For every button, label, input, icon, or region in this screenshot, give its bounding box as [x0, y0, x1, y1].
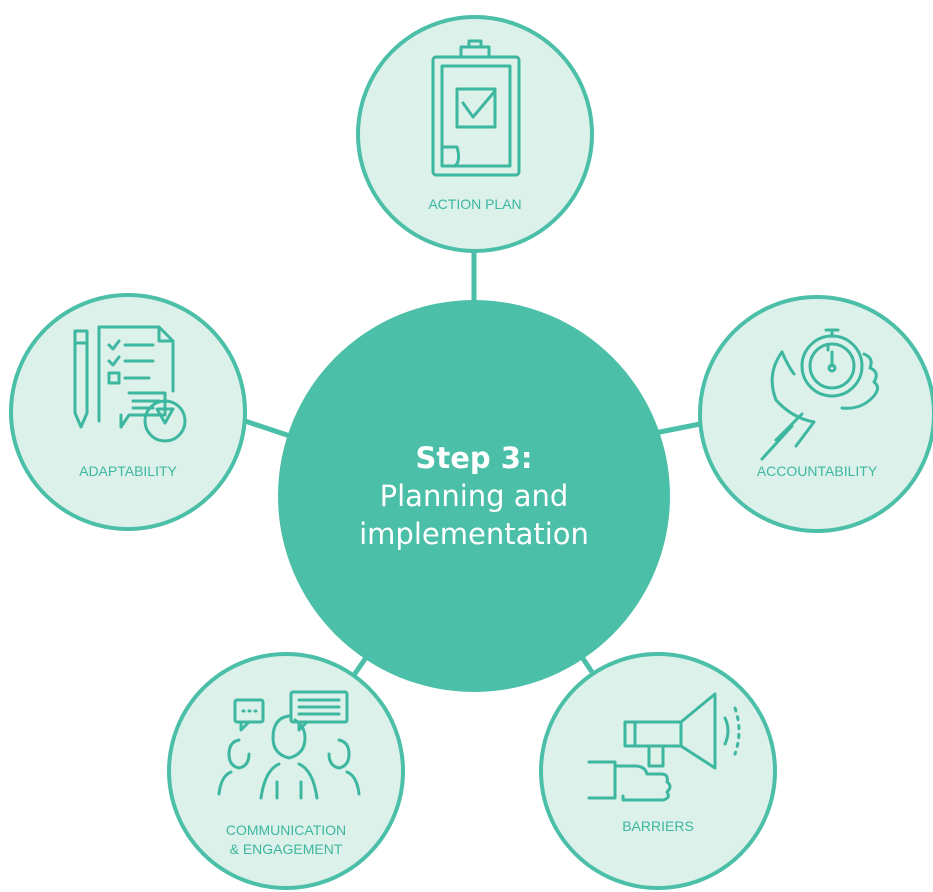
label-accountability: ACCOUNTABILITY: [756, 463, 878, 479]
hand-stopwatch-icon: [760, 328, 879, 461]
center-subtitle-line1: Planning and: [379, 479, 569, 513]
node-action-plan: ACTION PLAN: [356, 15, 594, 253]
center-title: Step 3:: [415, 441, 533, 475]
clipboard-check-icon: [431, 39, 521, 177]
center-subtitle-line2: implementation: [359, 517, 589, 551]
node-barriers: BARRIERS: [539, 652, 777, 890]
label-communication-line2: & ENGAGEMENT: [229, 841, 343, 857]
label-barriers: BARRIERS: [622, 818, 694, 834]
people-chat-icon: [217, 690, 361, 800]
checklist-pen-icon: [73, 325, 187, 443]
megaphone-icon: [587, 692, 741, 802]
node-accountability: ACCOUNTABILITY: [698, 295, 933, 533]
label-action-plan: ACTION PLAN: [428, 196, 522, 212]
node-adaptability: ADAPTABILITY: [9, 293, 247, 531]
center-step: Step 3: Planning and implementation: [278, 300, 670, 692]
connector-adaptability: [241, 417, 291, 439]
node-communication: COMMUNICATION & ENGAGEMENT: [167, 652, 405, 890]
label-adaptability: ADAPTABILITY: [79, 463, 177, 479]
label-communication-line1: COMMUNICATION: [225, 822, 347, 838]
